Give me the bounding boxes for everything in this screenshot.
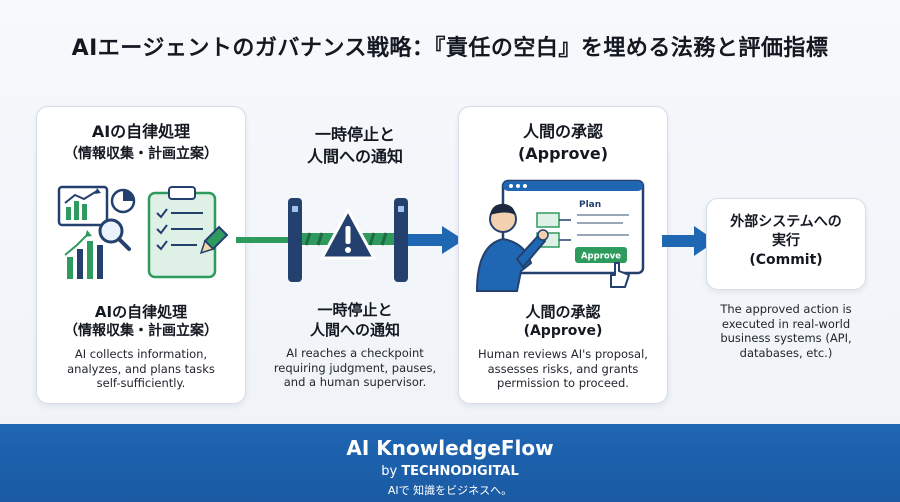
chart-icon: [57, 185, 109, 227]
barrier-arm: [302, 232, 394, 246]
pie-chart-icon: [110, 188, 136, 214]
flow-arrow-blue: [408, 226, 464, 254]
step1-heading: AIの自律処理 （情報収集・計画立案）: [64, 122, 218, 162]
approve-button-graphic: Approve: [575, 247, 627, 263]
step4-heading: 外部システムへの 実行 (Commit): [730, 214, 842, 268]
step1-description: AI collects information, analyzes, and p…: [67, 347, 215, 390]
gate-post-left: [288, 198, 302, 282]
person-icon: [475, 203, 549, 292]
company-name: TECHNODIGITAL: [401, 464, 519, 479]
checkpoint-gate-illustration: [236, 198, 464, 282]
analytics-illustration: [57, 185, 229, 279]
step4-card: 外部システムへの 実行 (Commit): [706, 198, 866, 290]
brand-name: AI KnowledgeFlow: [346, 436, 554, 460]
step2-subheading: 一時停止と 人間への通知: [309, 301, 400, 339]
gate-post-right: [394, 198, 408, 282]
clipboard-checklist-icon: [147, 186, 217, 279]
step2-description: AI reaches a checkpoint requiring judgme…: [273, 346, 437, 389]
flow-arrow-to-commit: [662, 226, 716, 256]
warning-icon: [320, 208, 376, 260]
magnifier-icon: [98, 218, 131, 251]
step4-description: The approved action is executed in real-…: [720, 302, 852, 360]
step3-card: 人間の承認 (Approve) Plan Approve: [458, 106, 668, 404]
brand-byline: by TECHNODIGITAL: [381, 464, 519, 479]
step1-card: AIの自律処理 （情報収集・計画立案）: [36, 106, 246, 404]
step3-description: Human reviews AI's proposal, assesses ri…: [478, 347, 648, 390]
footer-banner: AI KnowledgeFlow by TECHNODIGITAL AIで 知識…: [0, 424, 900, 502]
step1-subheading: AIの自律処理 （情報収集・計画立案）: [64, 303, 218, 339]
pointer-hand-icon: [610, 262, 630, 288]
page-title: AIエージェントのガバナンス戦略：『責任の空白』を埋める法務と評価指標: [71, 36, 829, 61]
step3-heading: 人間の承認 (Approve): [517, 122, 609, 163]
pencil-icon: [199, 225, 229, 255]
bar-growth-icon: [64, 230, 103, 279]
step2-heading: 一時停止と 人間への通知: [306, 125, 403, 166]
brand-tagline: AIで 知識をビジネスへ。: [387, 484, 513, 497]
plan-label: Plan: [579, 200, 601, 210]
step3-subheading: 人間の承認 (Approve): [523, 303, 603, 339]
svg-text:Approve: Approve: [581, 252, 621, 262]
approval-illustration: Plan Approve: [475, 179, 645, 292]
